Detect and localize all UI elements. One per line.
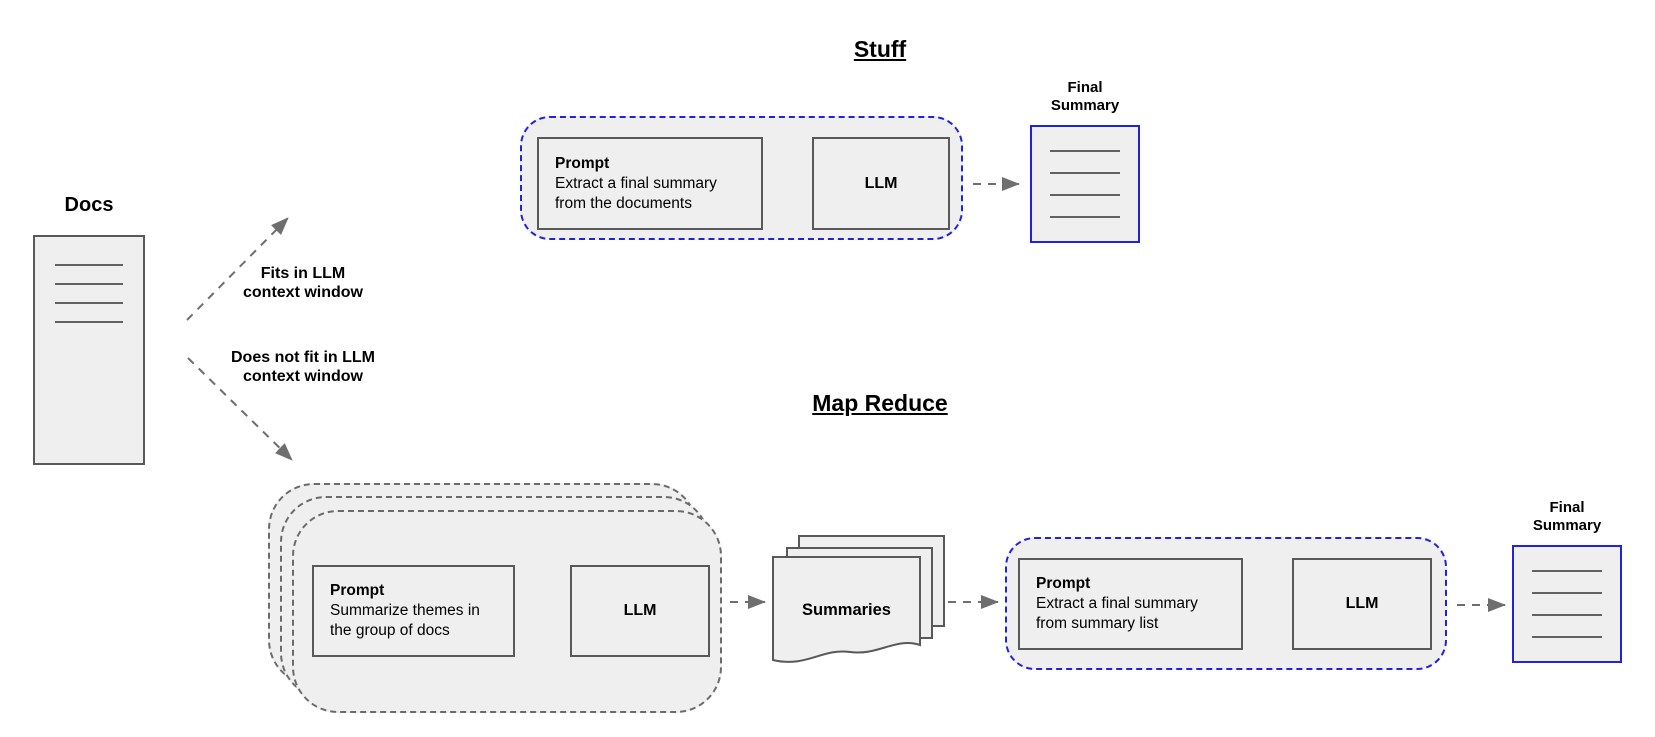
map-prompt-box: Prompt Summarize themes in the group of … <box>312 565 515 657</box>
document-lines-icon <box>35 237 143 323</box>
stuff-llm-box: LLM <box>812 137 950 230</box>
stuff-section-title: Stuff <box>853 36 907 62</box>
reduce-prompt-box: Prompt Extract a final summary from summ… <box>1018 558 1243 650</box>
stuff-final-summary-label: Final Summary <box>1050 79 1120 114</box>
reduce-llm-box: LLM <box>1292 558 1432 650</box>
reduce-final-summary-document <box>1512 545 1622 663</box>
docs-document <box>33 235 145 465</box>
map-llm-box: LLM <box>570 565 710 657</box>
fits-branch-label: Fits in LLM context window <box>243 265 363 301</box>
stuff-prompt-box: Prompt Extract a final summary from the … <box>537 137 763 230</box>
document-lines-icon <box>1514 547 1620 661</box>
map-prompt-heading: Prompt <box>330 582 385 599</box>
document-lines-icon <box>1032 127 1138 241</box>
stuff-final-summary-document <box>1030 125 1140 243</box>
summaries-document-icon <box>772 556 921 663</box>
map-reduce-section-title: Map Reduce <box>812 390 948 416</box>
reduce-final-summary-label: Final Summary <box>1532 499 1602 534</box>
nofit-branch-label: Does not fit in LLM context window <box>231 349 375 385</box>
reduce-prompt-heading: Prompt <box>1036 575 1091 592</box>
docs-label: Docs <box>64 194 114 216</box>
stuff-prompt-heading: Prompt <box>555 154 610 172</box>
summaries-label: Summaries <box>802 601 891 619</box>
